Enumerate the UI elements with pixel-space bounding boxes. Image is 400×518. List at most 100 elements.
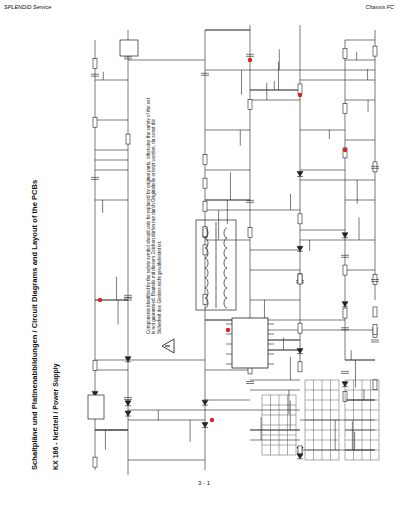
test-point xyxy=(248,58,252,62)
diode-symbol xyxy=(125,357,131,362)
header-right: Chassis FC xyxy=(366,4,394,10)
wire xyxy=(250,90,300,91)
capacitor-symbol xyxy=(246,54,254,56)
section-title: KX 186 - Netzteil / Power Supply xyxy=(52,363,59,470)
wire xyxy=(103,72,104,80)
wire xyxy=(283,338,284,350)
wire xyxy=(250,25,251,360)
resistor-symbol xyxy=(373,307,377,317)
diode-symbol xyxy=(297,454,303,459)
resistor-symbol xyxy=(203,178,207,188)
page-title: Schaltpläne und Platinenabbildungen / Ci… xyxy=(30,180,39,470)
resistor-symbol xyxy=(93,457,97,467)
wire xyxy=(95,360,128,361)
resistor-symbol xyxy=(343,104,347,114)
wire xyxy=(102,200,103,213)
wire xyxy=(368,100,369,112)
diode-symbol xyxy=(342,302,348,307)
resistor-symbol xyxy=(248,99,252,109)
test-point xyxy=(343,148,347,152)
wire xyxy=(345,270,375,271)
wire xyxy=(356,52,357,60)
wire xyxy=(95,170,128,171)
wire xyxy=(278,62,279,90)
wire xyxy=(205,130,250,131)
wire xyxy=(351,350,352,360)
resistor-symbol xyxy=(343,48,347,58)
wire xyxy=(250,410,300,411)
resistor-symbol xyxy=(373,380,377,390)
capacitor-symbol xyxy=(201,73,209,75)
wire xyxy=(240,130,241,146)
wire xyxy=(363,389,364,400)
test-point xyxy=(210,418,214,422)
resistor-symbol xyxy=(298,214,302,224)
wire xyxy=(300,25,301,370)
wire xyxy=(250,100,300,101)
wire xyxy=(128,460,205,461)
resistor-symbol xyxy=(203,245,207,255)
diode-symbol xyxy=(202,400,208,405)
wire xyxy=(329,130,330,139)
page-number: 3 - 1 xyxy=(198,480,210,486)
resistor-symbol xyxy=(203,155,207,165)
resistor-symbol xyxy=(298,323,302,333)
transformer-symbol xyxy=(196,220,236,310)
capacitor-symbol xyxy=(371,340,379,342)
wire xyxy=(158,410,159,421)
resistor-symbol xyxy=(298,84,302,94)
wire xyxy=(205,70,250,71)
test-point xyxy=(298,93,302,97)
wire xyxy=(357,180,358,204)
wire xyxy=(266,83,267,100)
resistor-symbol xyxy=(343,148,347,158)
wire xyxy=(345,140,375,141)
wire xyxy=(300,240,345,241)
wire xyxy=(300,450,345,451)
wire xyxy=(250,390,300,391)
test-point xyxy=(98,298,102,302)
wire xyxy=(261,417,262,440)
wire xyxy=(250,90,300,91)
warning-mark xyxy=(165,346,170,347)
capacitor-symbol xyxy=(371,166,379,168)
wire xyxy=(250,300,300,301)
wire xyxy=(218,210,219,239)
safety-note: Components identified by the safety symb… xyxy=(146,98,162,334)
wire xyxy=(300,80,345,81)
resistor-symbol xyxy=(373,324,377,334)
wire xyxy=(250,270,300,271)
wire xyxy=(288,390,289,414)
wire xyxy=(345,80,375,81)
wire xyxy=(128,360,205,361)
wire xyxy=(345,100,375,101)
resistor-symbol xyxy=(93,59,97,69)
wire xyxy=(95,80,128,81)
wire xyxy=(264,300,265,320)
resistor-symbol xyxy=(203,227,207,237)
capacitor-symbol xyxy=(124,57,132,59)
wire xyxy=(105,430,106,450)
wire xyxy=(230,172,231,200)
wire xyxy=(300,420,345,421)
wire xyxy=(345,180,375,181)
wire xyxy=(355,360,356,387)
ic-symbol xyxy=(226,318,274,368)
resistor-symbol xyxy=(203,201,207,211)
wire xyxy=(345,60,375,61)
wire xyxy=(367,69,368,80)
wire xyxy=(250,210,300,211)
wire xyxy=(345,360,375,361)
wire xyxy=(309,240,310,251)
wire xyxy=(128,420,205,421)
wire xyxy=(354,432,355,450)
resistor-symbol xyxy=(93,117,97,127)
voltage-table xyxy=(262,380,379,460)
diode-symbol xyxy=(297,349,303,354)
wire xyxy=(300,70,345,71)
mains-connector xyxy=(88,40,138,419)
wire xyxy=(205,200,250,201)
capacitor-symbol xyxy=(371,280,379,282)
wire xyxy=(250,380,300,381)
